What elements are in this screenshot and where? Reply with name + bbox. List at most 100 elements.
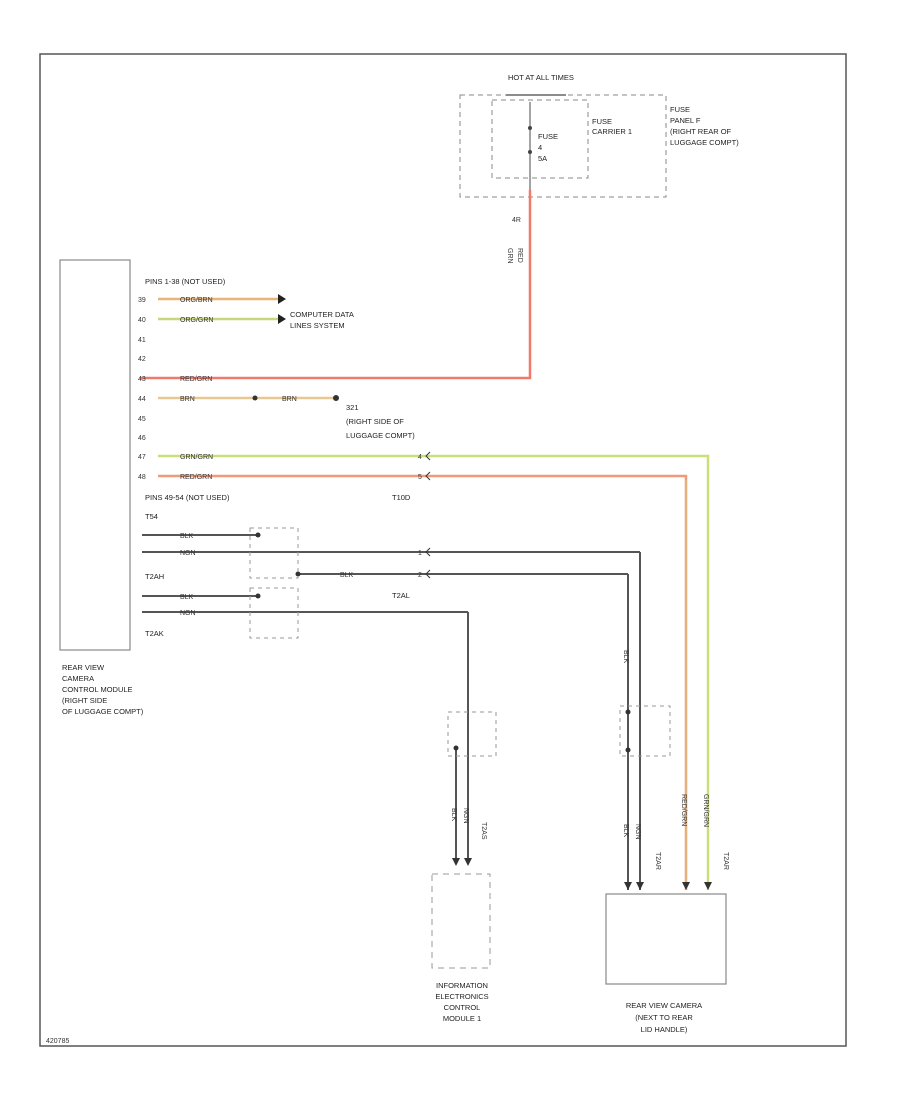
info-module-label-3: CONTROL	[444, 1003, 481, 1012]
t2al-wire: BLK	[340, 572, 354, 579]
wire-43-color: RED/GRN	[180, 376, 212, 383]
ground-label-2: LUGGAGE COMPT)	[346, 431, 415, 440]
fuse-panel-label-2: PANEL F	[670, 116, 701, 125]
camera-coax-dot-2	[625, 747, 631, 753]
cam-power-connector: T2AR	[722, 852, 729, 870]
pin-42: 42	[138, 356, 146, 363]
wire-pin-48	[158, 474, 688, 890]
fuse-carrier-box	[491, 99, 589, 179]
connector-t54: T54	[145, 512, 158, 521]
control-module-box	[59, 259, 131, 651]
camera-label-3: LID HANDLE)	[641, 1025, 688, 1034]
t2al-chevron-2	[425, 569, 431, 579]
connector-t2ak: T2AK	[145, 629, 164, 638]
coax-2-color: NGN	[180, 550, 196, 557]
arrow-info-2	[464, 858, 472, 866]
info-module-label-4: MODULE 1	[443, 1014, 481, 1023]
module-label-1: REAR VIEW	[62, 663, 105, 672]
arrow-cam-3	[682, 882, 690, 890]
cam-wire-5: GRN/GRN	[702, 794, 709, 827]
pins-not-used-1: PINS 1-38 (NOT USED)	[145, 277, 226, 286]
arrow-cam-4	[704, 882, 712, 890]
arrow-pin-40	[278, 314, 286, 324]
cam-wire-2: BLK	[622, 824, 629, 838]
cam-wire-3: NGN	[634, 824, 641, 840]
wire-pin-47	[158, 454, 710, 890]
t2al-name: T2AL	[392, 591, 410, 600]
info-module-label-2: ELECTRONICS	[435, 992, 488, 1001]
pin-48: 48	[138, 474, 146, 481]
t10d-name: T10D	[392, 493, 411, 502]
wire-39-color: ORG/BRN	[180, 297, 213, 304]
wire-44-color-b: BRN	[282, 396, 297, 403]
module-label-2: CAMERA	[62, 674, 94, 683]
info-wire-1: BLK	[450, 808, 457, 822]
camera-coax-dot-1	[625, 709, 631, 715]
feed-wire-color-1: RED	[516, 248, 523, 263]
can-label-1: COMPUTER DATA	[290, 310, 354, 319]
coax-end-5	[295, 571, 301, 577]
figure-id: 420785	[46, 1038, 69, 1045]
pin-43: 43	[138, 376, 146, 383]
module-label-5: OF LUGGAGE COMPT)	[62, 707, 144, 716]
fuse-pin-label: 4R	[512, 217, 521, 224]
pin-39: 39	[138, 297, 146, 304]
info-connector: T2AS	[480, 822, 487, 840]
coax-end-1	[255, 532, 261, 538]
splice-dot	[252, 395, 258, 401]
info-module-box	[431, 873, 491, 969]
wire-48-color: RED/GRN	[180, 474, 212, 481]
cam-wire-1: BLK	[622, 650, 629, 664]
camera-label-1: REAR VIEW CAMERA	[626, 1001, 702, 1010]
feed-wire-red	[140, 190, 532, 380]
fuse-name: FUSE	[538, 132, 558, 141]
camera-box	[605, 893, 727, 985]
pin-46: 46	[138, 435, 146, 442]
connector-t2ah: T2AH	[145, 572, 164, 581]
pins-not-used-2: PINS 49-54 (NOT USED)	[145, 493, 230, 502]
t10d-pin-4: 4	[418, 454, 422, 461]
fuse-carrier-label-1: FUSE	[592, 117, 612, 126]
coax-3-color: BLK	[180, 594, 194, 601]
info-wire-2: NGN	[462, 808, 469, 824]
coax-end-3	[255, 593, 261, 599]
arrow-cam-2	[636, 882, 644, 890]
pin-47: 47	[138, 454, 146, 461]
pin-40: 40	[138, 317, 146, 324]
pin-45: 45	[138, 416, 146, 423]
coax-housing-2	[249, 587, 299, 639]
coax-1-color: BLK	[180, 533, 194, 540]
fuse-amps: 5A	[538, 154, 547, 163]
info-coax-housing	[447, 711, 497, 757]
fuse-panel-label-4: LUGGAGE COMPT)	[670, 138, 739, 147]
fuse-panel-label-3: (RIGHT REAR OF	[670, 127, 732, 136]
t2al-chevron-1	[425, 547, 431, 557]
fuse-number: 4	[538, 143, 542, 152]
fuse-panel-box	[459, 94, 667, 198]
t10d-pin-5: 5	[418, 474, 422, 481]
can-label-2: LINES SYSTEM	[290, 321, 345, 330]
t10d-chevron-1	[425, 451, 431, 461]
wire-47-color: GRN/GRN	[180, 454, 213, 461]
fuse-dot-top	[528, 126, 532, 130]
arrow-pin-39	[278, 294, 286, 304]
module-label-4: (RIGHT SIDE	[62, 696, 107, 705]
fuse-panel-label-1: FUSE	[670, 105, 690, 114]
info-coax-dot	[453, 745, 459, 751]
module-label-3: CONTROL MODULE	[62, 685, 133, 694]
camera-label-2: (NEXT TO REAR	[635, 1013, 693, 1022]
coax-4-color: NGN	[180, 610, 196, 617]
ground-dot	[333, 395, 339, 401]
arrow-cam-1	[624, 882, 632, 890]
t2al-pin-1: 1	[418, 550, 422, 557]
pin-41: 41	[138, 337, 146, 344]
info-module-label-1: INFORMATION	[436, 981, 488, 990]
arrow-info-1	[452, 858, 460, 866]
feed-wire-color-2: GRN	[506, 248, 513, 264]
diagram-frame	[39, 53, 847, 1047]
fuse-dot-bottom	[528, 150, 532, 154]
wire-44-color: BRN	[180, 396, 195, 403]
coax-housing-1	[249, 527, 299, 579]
